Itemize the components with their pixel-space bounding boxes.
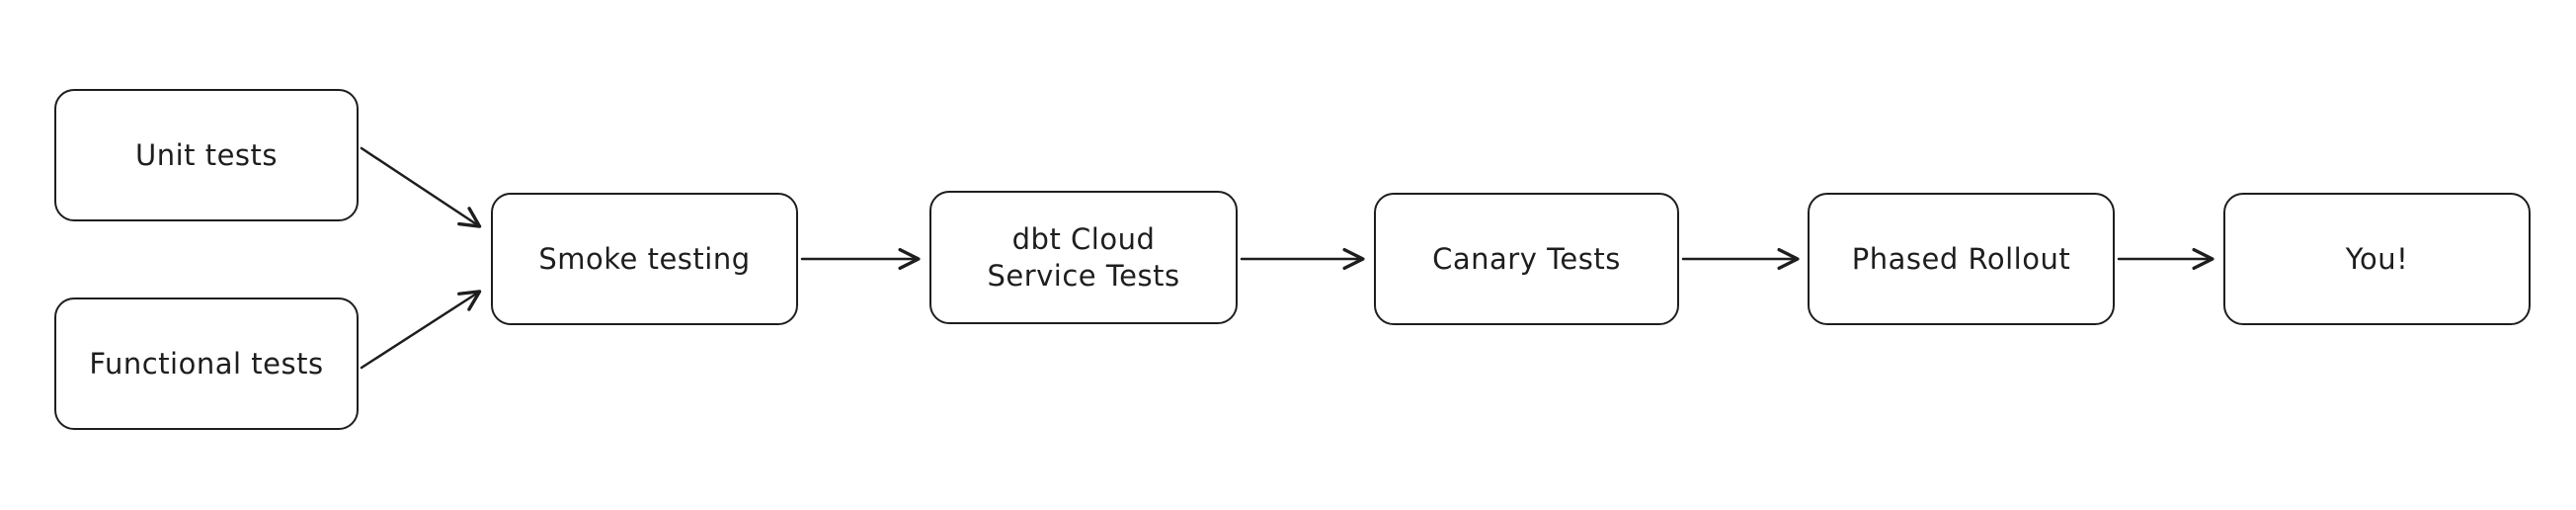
edge-functional-to-smoke bbox=[360, 290, 482, 370]
node-functional-tests: Functional tests bbox=[54, 298, 359, 430]
node-smoke-testing-label: Smoke testing bbox=[538, 241, 751, 276]
node-smoke-testing: Smoke testing bbox=[491, 193, 798, 325]
node-phased-rollout-label: Phased Rollout bbox=[1851, 241, 2071, 276]
node-phased-rollout: Phased Rollout bbox=[1808, 193, 2115, 325]
node-dbt-cloud-service-tests: dbt Cloud Service Tests bbox=[929, 191, 1238, 324]
node-unit-tests-label: Unit tests bbox=[134, 137, 279, 172]
node-dbt-cloud-service-tests-label: dbt Cloud Service Tests bbox=[987, 222, 1180, 293]
node-you: You! bbox=[2223, 193, 2531, 325]
node-canary-tests: Canary Tests bbox=[1374, 193, 1679, 325]
node-unit-tests: Unit tests bbox=[54, 89, 359, 221]
node-you-label: You! bbox=[2345, 241, 2409, 276]
edge-unit-to-smoke bbox=[360, 146, 482, 228]
node-functional-tests-label: Functional tests bbox=[89, 346, 324, 381]
node-canary-tests-label: Canary Tests bbox=[1432, 241, 1621, 276]
